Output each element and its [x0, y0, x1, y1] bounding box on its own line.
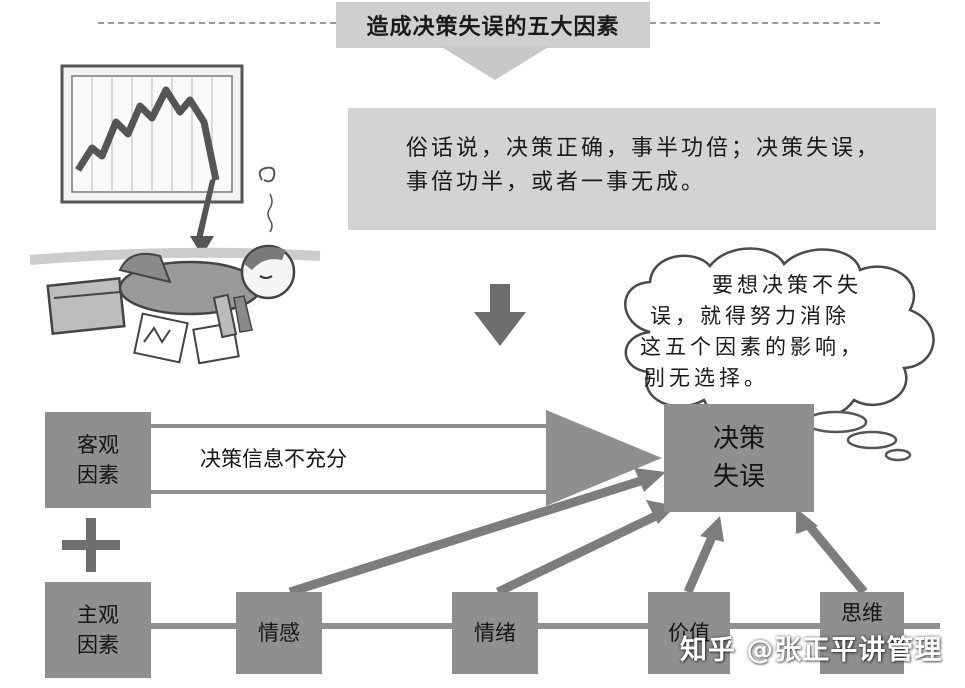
- factor-mood-box: 情绪: [452, 592, 538, 674]
- mood-arrow: [496, 509, 662, 597]
- falling-chart-illustration: [60, 64, 244, 256]
- thinking-arrow: [802, 519, 868, 595]
- watermark: 知乎 @张正平讲管理: [680, 635, 943, 666]
- thought-line: 要想决策不失: [712, 273, 862, 297]
- exhausted-man-illustration: [29, 64, 321, 365]
- thought-line: 误，就得努力消除: [650, 304, 850, 328]
- thought-line: 这五个因素的影响，: [640, 335, 865, 359]
- decision-error-box: 决策失误: [664, 404, 814, 512]
- factor-value-box: 价值: [648, 592, 730, 674]
- proverb-text: 俗话说，决策正确，事半功倍；决策失误，事倍功半，或者一事无成。: [406, 136, 882, 195]
- value-arrow: [683, 528, 720, 594]
- title-rule-right: [650, 22, 880, 24]
- title-rule-left: [98, 22, 336, 24]
- info-insufficient-label: 决策信息不充分: [200, 447, 347, 471]
- title-pointer-icon: [440, 46, 550, 80]
- diagram-title: 造成决策失误的五大因素: [336, 2, 650, 48]
- proverb-panel: 俗话说，决策正确，事半功倍；决策失误，事倍功半，或者一事无成。: [348, 108, 936, 230]
- down-arrow-icon: [474, 284, 526, 346]
- subjective-factor-box: 主观因素: [45, 582, 151, 678]
- thought-text: 要想决策不失 误，就得努力消除 这五个因素的影响， 别无选择。: [624, 270, 865, 394]
- factor-thinking-box: 思维: [820, 592, 904, 674]
- factor-emotion-box: 情感: [236, 592, 322, 674]
- emotion-arrow: [288, 473, 652, 597]
- plus-icon: [62, 518, 120, 572]
- objective-arrowhead: [546, 410, 662, 506]
- objective-factor-box: 客观因素: [45, 412, 151, 508]
- thought-line: 别无选择。: [644, 366, 769, 390]
- thought-cloud: [624, 247, 935, 462]
